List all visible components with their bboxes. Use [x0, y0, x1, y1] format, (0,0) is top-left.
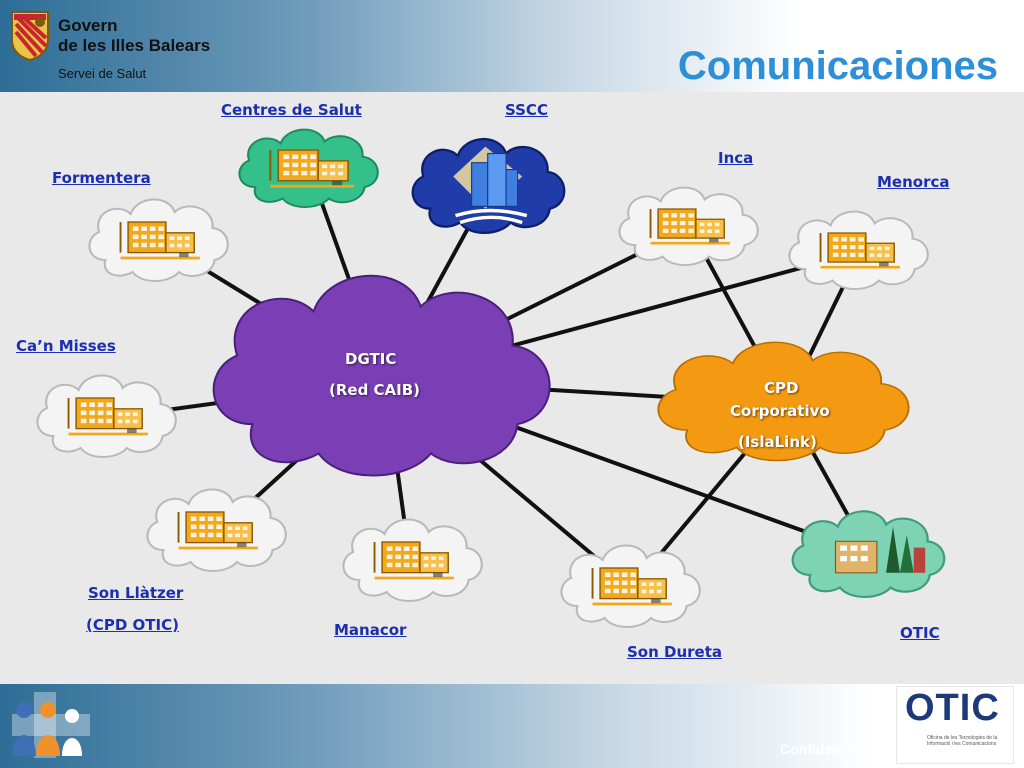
coat-of-arms-icon: [11, 11, 49, 62]
label-dgtic: DGTIC: [345, 350, 397, 368]
label-red-caib: (Red CAIB): [329, 381, 421, 399]
label-corporativo: Corporativo: [730, 402, 830, 420]
otic-logo: OTIC Oficina de les Tecnologies de la In…: [896, 686, 1014, 764]
manacor-cloud: [342, 518, 483, 603]
label-can-misses: Ca’n Misses: [16, 337, 116, 355]
confidential-label: Confidencial: [780, 741, 865, 757]
page-title: Comunicaciones: [677, 44, 998, 88]
label-son-dureta: Son Dureta: [627, 643, 723, 661]
govern-logo: Govern de les Illes Balears Servei de Sa…: [6, 6, 216, 86]
label-sscc: SSCC: [505, 101, 548, 119]
office-tower-icon: [453, 146, 528, 225]
label-centres-de-salut: Centres de Salut: [221, 101, 362, 119]
family-icon: [12, 692, 90, 758]
trees-building-icon: [834, 526, 926, 574]
menorca-cloud: [788, 210, 929, 291]
org-name-line1: Govern: [58, 16, 118, 35]
otic-logo-text: OTIC: [905, 687, 1000, 729]
label-inca: Inca: [718, 149, 754, 167]
otic-logo-tagline: Oficina de les Tecnologies de la Informa…: [927, 735, 998, 747]
dgtic-cloud: [212, 274, 551, 477]
son-llatzer-cloud: [146, 488, 287, 573]
otic-cloud: [791, 510, 946, 599]
label-islalink: (IslaLink): [738, 433, 817, 451]
inca-cloud: [618, 186, 759, 267]
org-name: Govern de les Illes Balears: [58, 16, 210, 56]
header-band: [0, 0, 1024, 92]
label-son-llatzer-cpd: (CPD OTIC): [86, 616, 179, 634]
label-cpd: CPD: [764, 379, 799, 397]
label-menorca: Menorca: [877, 173, 950, 191]
son-dureta-cloud: [560, 544, 701, 629]
can-misses-cloud: [36, 374, 177, 459]
formentera-cloud: [88, 198, 229, 283]
centres-de-salut-cloud: [238, 128, 379, 209]
label-formentera: Formentera: [52, 169, 151, 187]
org-subtitle: Servei de Salut: [58, 66, 147, 81]
label-manacor: Manacor: [334, 621, 407, 639]
label-otic: OTIC: [900, 624, 940, 642]
footer-band: [0, 684, 1024, 768]
label-son-llatzer: Son Llàtzer: [88, 584, 184, 602]
org-name-line2: de les Illes Balears: [58, 36, 211, 55]
sscc-cloud: [411, 137, 566, 235]
